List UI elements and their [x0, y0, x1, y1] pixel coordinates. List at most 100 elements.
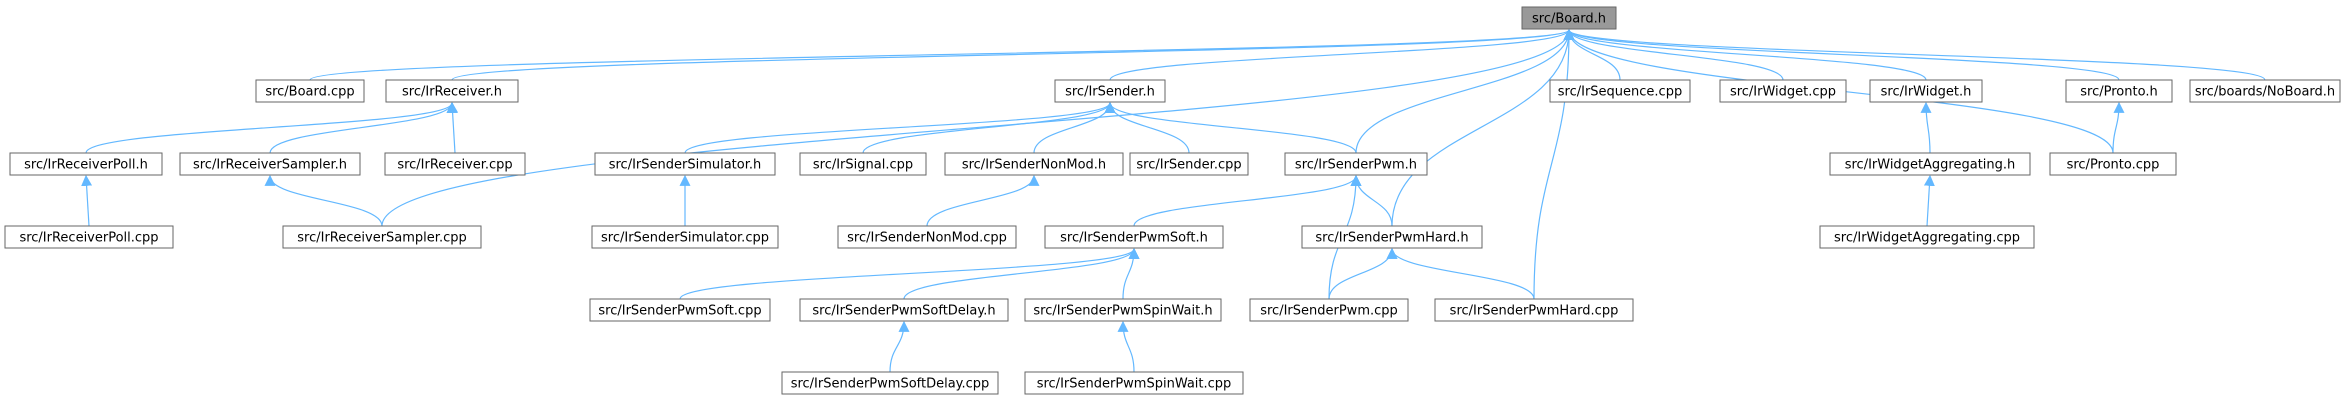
edge-board_h-to-irwidget_h [1563, 28, 1927, 81]
node-irsenderpwmsoftdelay-cpp[interactable]: src/IrSenderPwmSoftDelay.cpp [781, 371, 999, 395]
edge-board_h-to-irsenderpwmhard_h [1391, 28, 1575, 227]
node-board-h: src/Board.h [1521, 6, 1617, 30]
node-box [2189, 79, 2341, 103]
node-irsenderpwmsoft-cpp[interactable]: src/IrSenderPwmSoft.cpp [589, 298, 771, 322]
node-label: src/IrSender.cpp [1136, 158, 1241, 173]
node-irwidget-h[interactable]: src/IrWidget.h [1869, 79, 1983, 103]
edge-irsender_h-to-irsendersimulator_h [684, 101, 1116, 154]
edge-irsender_h-to-irsendernonmod_h [1033, 101, 1116, 154]
edge-irsenderpwm_h-to-irsenderpwmsoft_h [1133, 174, 1362, 227]
edge-irwidgetaggregating_h-to-irwidgetaggregating_cpp [1923, 174, 1935, 227]
edge-irsenderpwm_h-to-irsenderpwmhard_h [1350, 174, 1393, 227]
node-layer: src/Board.h src/Board.cpp src/IrReceiver.h… [4, 6, 2341, 395]
node-label: src/Pronto.cpp [2067, 158, 2160, 173]
node-label: src/IrWidget.cpp [1730, 85, 1836, 100]
node-irsenderpwm-cpp[interactable]: src/IrSenderPwm.cpp [1249, 298, 1409, 322]
node-irsendernonmod-cpp[interactable]: src/IrSenderNonMod.cpp [837, 225, 1017, 249]
node-irreceiversampler-h[interactable]: src/IrReceiverSampler.h [179, 152, 361, 176]
node-label: src/IrSequence.cpp [1558, 85, 1682, 100]
node-irreceiversampler-cpp[interactable]: src/IrReceiverSampler.cpp [282, 225, 482, 249]
node-label: src/IrSenderPwmHard.h [1315, 231, 1468, 246]
edge-irsender_h-to-irsignal_cpp [862, 101, 1116, 154]
node-label: src/IrReceiverSampler.h [193, 158, 347, 173]
node-box [385, 79, 519, 103]
node-box [1829, 152, 2031, 176]
edge-board_h-to-irsenderpwm_h [1355, 28, 1575, 154]
node-box [1284, 152, 1428, 176]
node-box [1549, 79, 1691, 103]
node-irreceiverpoll-cpp[interactable]: src/IrReceiverPoll.cpp [4, 225, 174, 249]
node-irwidgetaggregating-cpp[interactable]: src/IrWidgetAggregating.cpp [1819, 225, 2035, 249]
node-label: src/IrSenderPwmSoft.cpp [598, 304, 761, 319]
node-board-cpp[interactable]: src/Board.cpp [255, 79, 365, 103]
node-pronto-cpp[interactable]: src/Pronto.cpp [2049, 152, 2177, 176]
edge-board_h-to-irsenderpwmhard_cpp [1533, 28, 1575, 300]
node-irsenderpwmspinwait-cpp[interactable]: src/IrSenderPwmSpinWait.cpp [1024, 371, 1244, 395]
node-irsenderpwmsoft-h[interactable]: src/IrSenderPwmSoft.h [1044, 225, 1224, 249]
node-box [1301, 225, 1483, 249]
node-label: src/IrSenderPwmSoftDelay.h [812, 304, 995, 319]
node-box [1024, 298, 1222, 322]
node-box [282, 225, 482, 249]
node-irsenderpwmhard-cpp[interactable]: src/IrSenderPwmHard.cpp [1434, 298, 1634, 322]
node-label: src/IrSenderPwmSoftDelay.cpp [791, 377, 990, 392]
edge-irsenderpwmhard_h-to-irsenderpwmhard_cpp [1386, 247, 1535, 300]
node-irsendersimulator-h[interactable]: src/IrSenderSimulator.h [594, 152, 776, 176]
node-box [2065, 79, 2173, 103]
edge-irreceiver_h-to-irreceiver_cpp [447, 101, 459, 154]
node-box [179, 152, 361, 176]
node-label: src/Pronto.h [2080, 85, 2157, 100]
edge-irsendernonmod_h-to-irsendernonmod_cpp [926, 174, 1040, 227]
node-box [1819, 225, 2035, 249]
node-box [4, 225, 174, 249]
node-irsequence-cpp[interactable]: src/IrSequence.cpp [1549, 79, 1691, 103]
node-box [799, 298, 1009, 322]
node-irsendernonmod-h[interactable]: src/IrSenderNonMod.h [944, 152, 1124, 176]
node-box [591, 225, 779, 249]
edge-board_h-to-irwidget_cpp [1563, 28, 1784, 81]
edge-irsender_h-to-irsenderpwm_h [1104, 101, 1357, 154]
node-irsender-h[interactable]: src/IrSender.h [1054, 79, 1166, 103]
node-label: src/IrWidget.h [1881, 85, 1972, 100]
node-label: src/IrWidgetAggregating.cpp [1834, 231, 2020, 246]
node-label: src/IrSender.h [1065, 85, 1155, 100]
edge-irreceiverpoll_h-to-irreceiverpoll_cpp [81, 174, 93, 227]
node-label: src/IrSenderPwm.cpp [1260, 304, 1398, 319]
node-label: src/IrSenderPwmSoft.h [1060, 231, 1208, 246]
node-irsenderpwm-h[interactable]: src/IrSenderPwm.h [1284, 152, 1428, 176]
edge-irsenderpwmsoft_h-to-irsenderpwmsoftdelay_h [903, 247, 1140, 300]
node-box [944, 152, 1124, 176]
node-label: src/boards/NoBoard.h [2195, 85, 2335, 100]
node-box [255, 79, 365, 103]
node-irsender-cpp[interactable]: src/IrSender.cpp [1129, 152, 1249, 176]
node-irsenderpwmspinwait-h[interactable]: src/IrSenderPwmSpinWait.h [1024, 298, 1222, 322]
edge-irsenderpwmspinwait_h-to-irsenderpwmspinwait_cpp [1117, 320, 1135, 373]
node-box [1129, 152, 1249, 176]
node-label: src/IrSenderPwmSpinWait.cpp [1037, 377, 1232, 392]
edge-board_h-to-board_cpp [309, 28, 1574, 81]
node-irsendersimulator-cpp[interactable]: src/IrSenderSimulator.cpp [591, 225, 779, 249]
node-irsenderpwmsoftdelay-h[interactable]: src/IrSenderPwmSoftDelay.h [799, 298, 1009, 322]
node-irwidgetaggregating-h[interactable]: src/IrWidgetAggregating.h [1829, 152, 2031, 176]
node-box [9, 152, 163, 176]
node-noboard-h[interactable]: src/boards/NoBoard.h [2189, 79, 2341, 103]
edge-board_h-to-irsender_h [1109, 28, 1575, 81]
node-irreceiver-cpp[interactable]: src/IrReceiver.cpp [384, 152, 526, 176]
node-irwidget-cpp[interactable]: src/IrWidget.cpp [1719, 79, 1847, 103]
node-box [799, 152, 927, 176]
node-label: src/IrReceiver.h [402, 85, 502, 100]
node-irreceiver-h[interactable]: src/IrReceiver.h [385, 79, 519, 103]
edge-irsenderpwmsoftdelay_h-to-irsenderpwmsoftdelay_cpp [889, 320, 910, 373]
node-box [1434, 298, 1634, 322]
node-irsenderpwmhard-h[interactable]: src/IrSenderPwmHard.h [1301, 225, 1483, 249]
node-label: src/IrSignal.cpp [813, 158, 913, 173]
node-pronto-h[interactable]: src/Pronto.h [2065, 79, 2173, 103]
node-label: src/IrSenderPwmHard.cpp [1450, 304, 1619, 319]
node-irreceiverpoll-h[interactable]: src/IrReceiverPoll.h [9, 152, 163, 176]
node-label: src/IrSenderNonMod.h [962, 158, 1106, 173]
edge-board_h-to-noboard_h [1563, 28, 2266, 81]
node-label: src/IrSenderPwmSpinWait.h [1033, 304, 1212, 319]
node-label: src/IrReceiverSampler.cpp [297, 231, 466, 246]
node-irsignal-cpp[interactable]: src/IrSignal.cpp [799, 152, 927, 176]
node-label: src/IrReceiver.cpp [397, 158, 512, 173]
